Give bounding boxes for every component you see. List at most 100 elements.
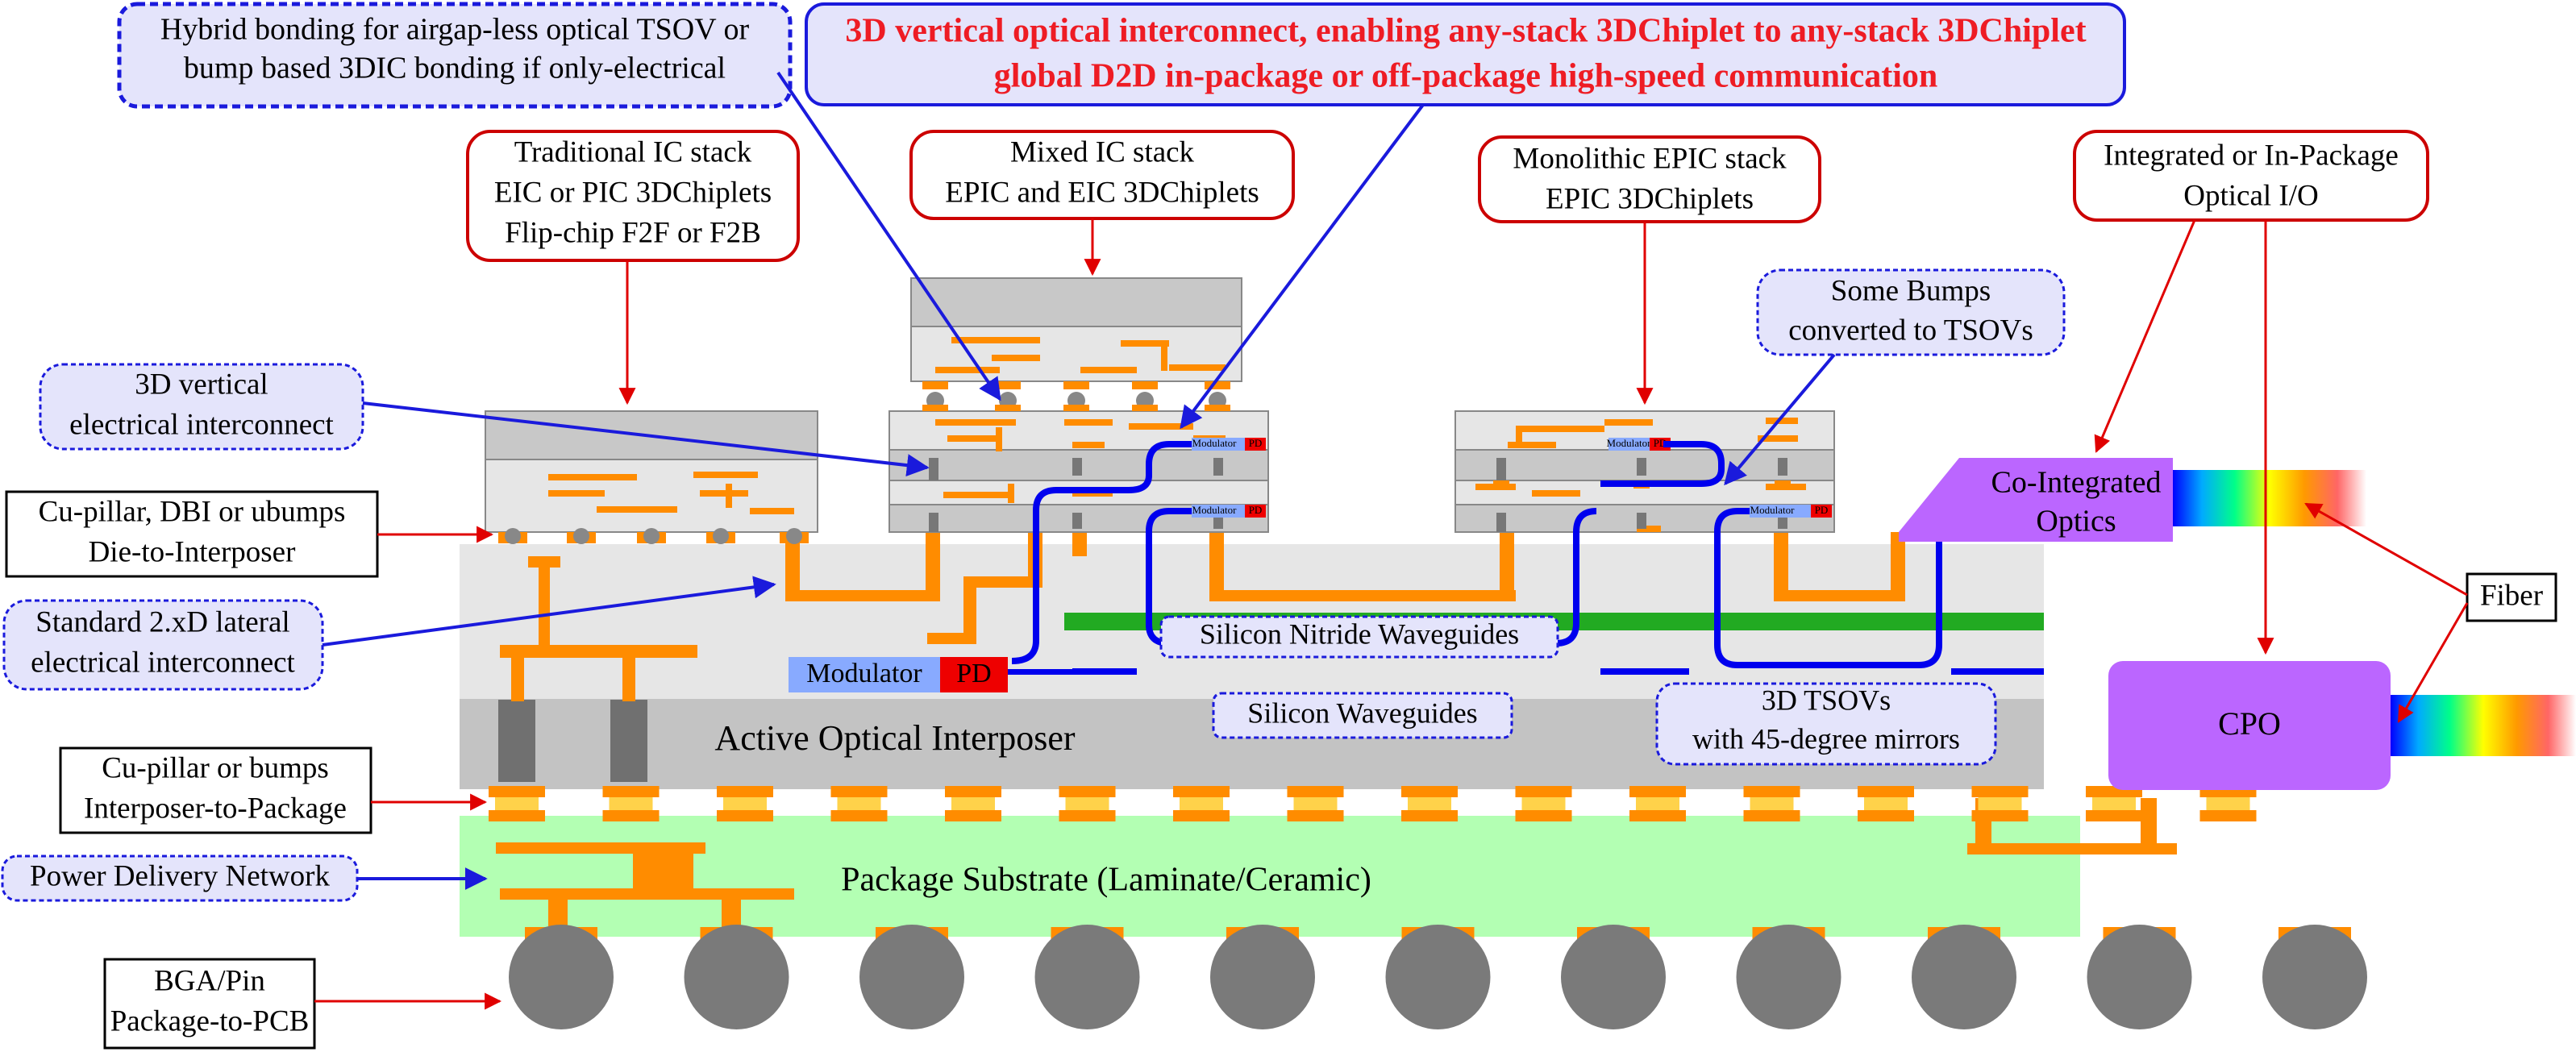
die-to-interposer-line2: Die-to-Interposer	[89, 535, 296, 568]
bump-pad	[1401, 786, 1458, 797]
hybrid-bonding-line1: Hybrid bonding for airgap-less optical T…	[160, 13, 750, 47]
vertical-electrical-line2: electrical interconnect	[69, 408, 334, 441]
bump	[1521, 797, 1566, 810]
power-delivery-callout: Power Delivery Network	[1, 854, 359, 902]
bump	[1864, 797, 1908, 810]
tsovs-line1: 3D TSOVs	[1762, 684, 1891, 716]
cpo-fiber	[2391, 695, 2576, 756]
micro-bump-pad	[922, 405, 948, 411]
bump	[2092, 797, 2136, 810]
bump	[1978, 797, 2022, 810]
co-integrated-optics: Co-Integrated Optics	[1899, 458, 2366, 542]
bump	[609, 797, 653, 810]
bga-callout: BGA/Pin Package-to-PCB	[103, 958, 316, 1050]
mixed-bottom-modulator-label: Modulator	[1192, 504, 1238, 516]
bump-pad	[1515, 786, 1572, 797]
bga-ball	[1210, 925, 1315, 1029]
interposer-to-package-line1: Cu-pillar or bumps	[102, 751, 329, 784]
micro-bump	[713, 528, 729, 544]
interposer-to-package-bumps	[489, 786, 2257, 821]
bga-ball	[509, 925, 614, 1029]
bump-pad	[1173, 786, 1230, 797]
interposer-modulator-label: Modulator	[806, 659, 922, 688]
bump-pad	[1971, 810, 2029, 821]
bump-pad	[1173, 810, 1230, 821]
bump	[1750, 797, 1794, 810]
bump-pad	[1629, 810, 1686, 821]
traditional-chiplet-stack	[485, 410, 818, 533]
bump-pad	[1059, 810, 1116, 821]
micro-bump-pad	[995, 381, 1021, 389]
interposer-wiring	[500, 532, 1905, 701]
tsovs-callout: 3D TSOVs with 45-degree mirrors	[1655, 682, 1997, 766]
bump-pad	[830, 786, 888, 797]
bump-pad	[1629, 786, 1686, 797]
mixed-stack-callout: Mixed IC stack EPIC and EIC 3DChiplets	[909, 130, 1295, 220]
bga-ball	[1912, 925, 2016, 1029]
bump	[723, 797, 767, 810]
micro-bump-pad	[1775, 480, 1791, 489]
bump-pad	[489, 810, 545, 821]
bump-pad	[945, 786, 1001, 797]
mixed-bottom-pd-label: PD	[1249, 504, 1263, 516]
bump-pad	[1743, 810, 1800, 821]
bga-ball	[1561, 925, 1666, 1029]
interposer-modulator-pd: Modulator PD	[789, 657, 1129, 692]
bump-pad	[602, 786, 660, 797]
bump	[1293, 797, 1338, 810]
bump	[1065, 797, 1109, 810]
package-substrate: Package Substrate (Laminate/Ceramic)	[460, 816, 2080, 937]
micro-bump-pad	[1493, 480, 1509, 489]
mixed-top-pd-label: PD	[1249, 437, 1263, 449]
mono-top-modulator-label: Modulator	[1607, 437, 1652, 449]
co-integrated-label-line1: Co-Integrated	[1991, 466, 2161, 500]
micro-bump	[573, 528, 589, 544]
traditional-stack-callout: Traditional IC stack EIC or PIC 3DChiple…	[466, 130, 800, 262]
fiber-line1: Fiber	[2480, 579, 2543, 612]
bump	[1408, 797, 1451, 810]
bump-pad	[1059, 786, 1116, 797]
integrated-io-line2: Optical I/O	[2183, 179, 2318, 212]
cpo-label: CPO	[2218, 705, 2281, 742]
bump	[837, 797, 881, 810]
cpo-module: CPO	[2108, 661, 2576, 790]
integrated-io-line1: Integrated or In-Package	[2104, 139, 2399, 172]
mono-bottom-pd-label: PD	[1815, 504, 1829, 516]
bump-pad	[717, 786, 773, 797]
bga-ball	[2262, 925, 2367, 1029]
bump	[1180, 797, 1223, 810]
fiber-callout: Fiber	[2466, 572, 2557, 622]
bump-pad	[717, 810, 773, 821]
monolithic-stack-line1: Monolithic EPIC stack	[1513, 142, 1787, 175]
bump	[1636, 797, 1679, 810]
interposer-tsvs	[498, 700, 647, 782]
title-line2: global D2D in-package or off-package hig…	[994, 58, 1938, 95]
bump-pad	[1971, 786, 2029, 797]
micro-bump-pad	[1063, 381, 1089, 389]
micro-bump-pad	[1132, 381, 1158, 389]
bump-pad	[2199, 810, 2257, 821]
interposer-to-package-callout: Cu-pillar or bumps Interposer-to-Package	[59, 746, 372, 834]
bump	[495, 797, 539, 810]
title-box: 3D vertical optical interconnect, enabli…	[805, 2, 2126, 106]
traditional-stack-line1: Traditional IC stack	[514, 135, 752, 168]
interposer-to-package-line2: Interposer-to-Package	[84, 792, 347, 825]
co-integrated-fiber	[2173, 470, 2366, 526]
tsovs-line2: with 45-degree mirrors	[1692, 722, 1960, 755]
micro-bump-pad	[1205, 381, 1230, 389]
micro-bump-pad	[1132, 405, 1158, 411]
co-integrated-label-line2: Optics	[2036, 505, 2116, 538]
traditional-stack-line3: Flip-chip F2F or F2B	[505, 216, 761, 249]
monolithic-stack-line2: EPIC 3DChiplets	[1546, 182, 1754, 215]
bga-ball	[859, 925, 964, 1029]
bump	[2206, 797, 2250, 810]
some-bumps-line2: converted to TSOVs	[1788, 314, 2033, 347]
bga-ball	[1385, 925, 1491, 1029]
bump-pad	[1287, 786, 1344, 797]
bump-pad	[1515, 810, 1572, 821]
lateral-electrical-callout: Standard 2.xD lateral electrical interco…	[2, 599, 324, 691]
lateral-electrical-line2: electrical interconnect	[31, 646, 295, 679]
bump-pad	[1858, 786, 1914, 797]
some-bumps-line1: Some Bumps	[1831, 274, 1991, 307]
hybrid-bonding-line2: bump based 3DIC bonding if only-electric…	[184, 52, 726, 85]
